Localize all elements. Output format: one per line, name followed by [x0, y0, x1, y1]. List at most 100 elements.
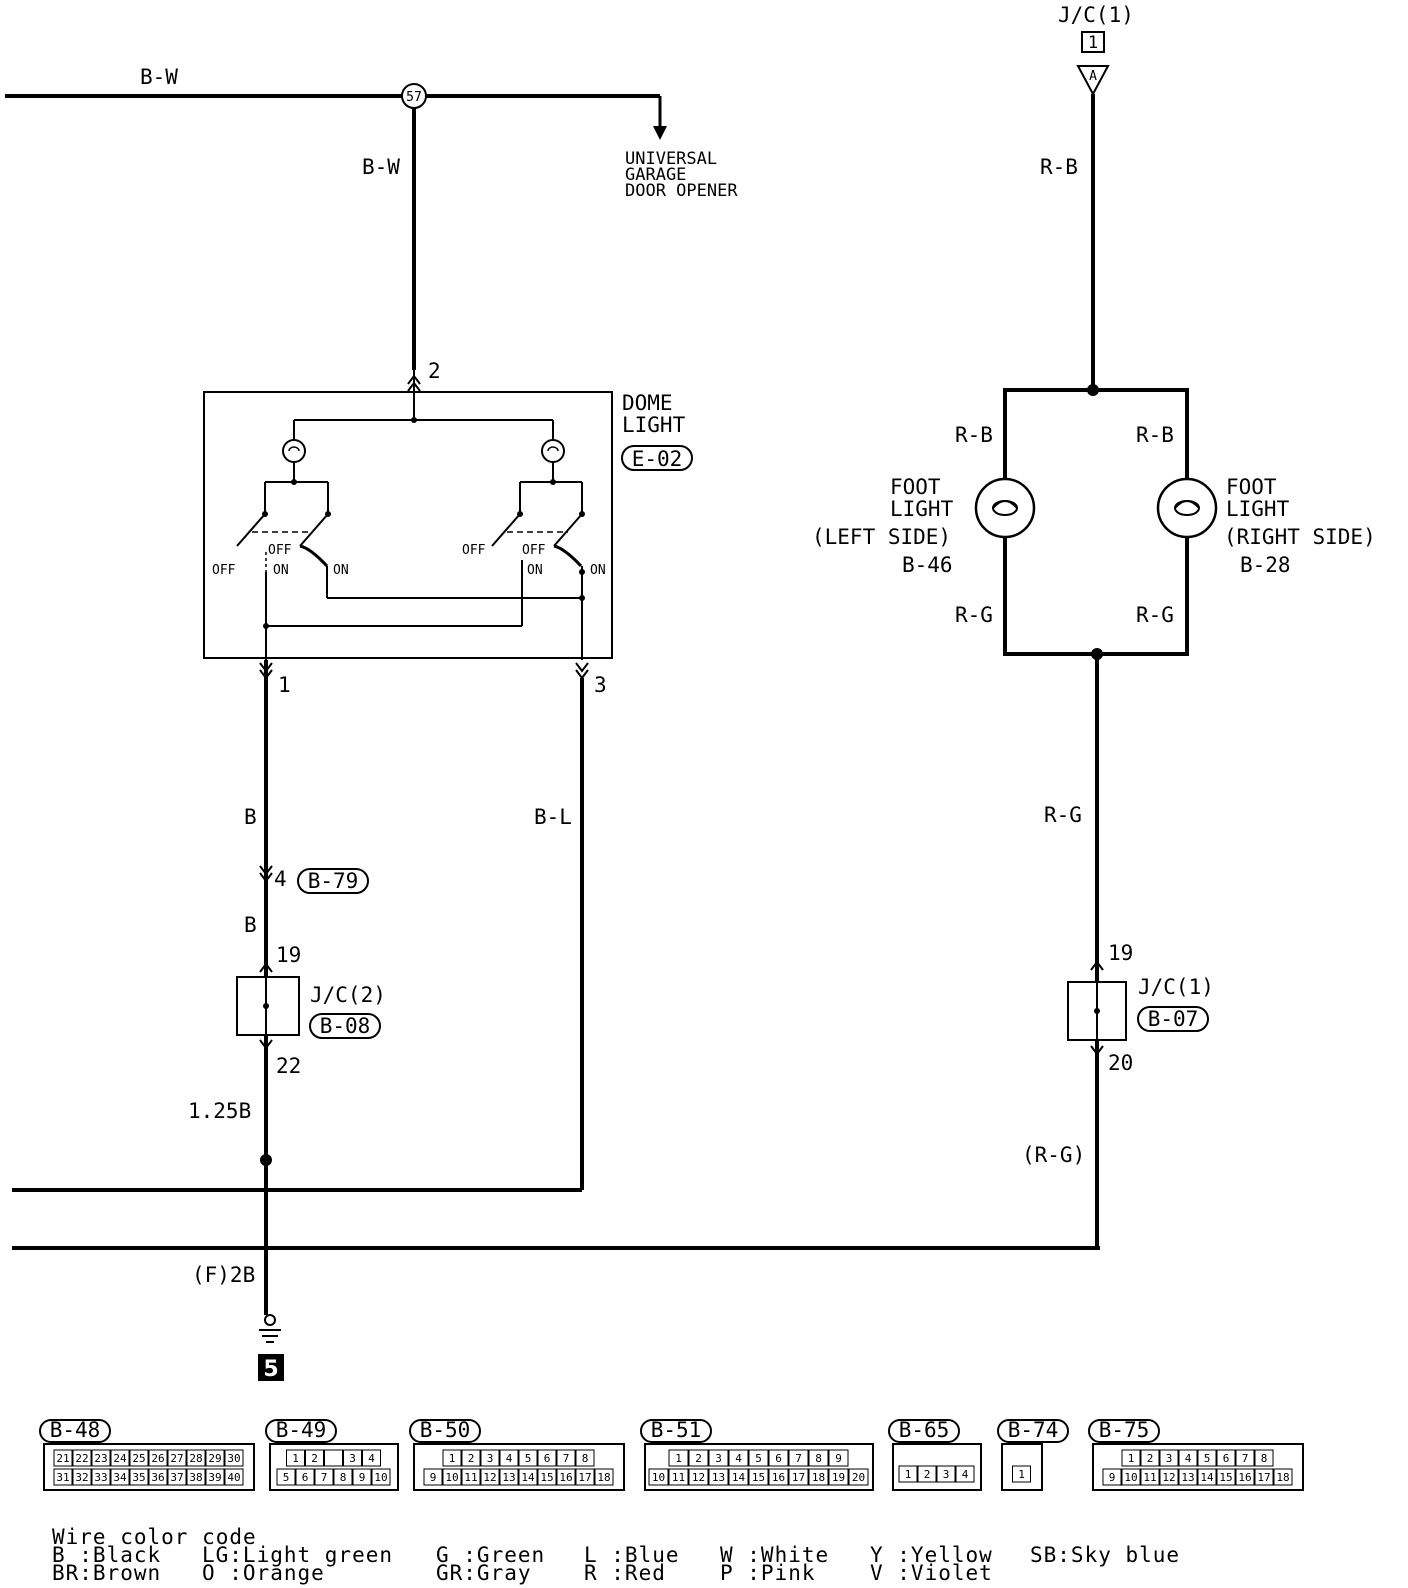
wire-label-drop-bw: B-W: [362, 155, 400, 179]
connector-b51-pin: 10: [652, 1471, 665, 1484]
connector-b75-cell: [1159, 1449, 1179, 1467]
jc1-top-box: 1 A: [1076, 31, 1110, 97]
connector-b50-pin: 17: [578, 1471, 591, 1484]
connector-b51-pin: 1: [675, 1452, 682, 1465]
connector-b50-cell: [461, 1449, 481, 1467]
connector-b48-pin: 30: [227, 1452, 240, 1465]
connector-b48-pin: 39: [208, 1471, 221, 1484]
connector-b50-cell: [556, 1449, 576, 1467]
connector-b74: B-741: [997, 1418, 1069, 1491]
connector-b48-cell: [167, 1468, 187, 1486]
dome-left-off2-label: OFF: [268, 543, 292, 558]
connector-b50-pin: 3: [487, 1452, 494, 1465]
connector-b49-pin: 4: [368, 1452, 375, 1465]
connector-b48-pin: 26: [151, 1452, 164, 1465]
legend-item-r: R :Red: [584, 1561, 666, 1585]
dome-bulb-left-icon: [282, 439, 306, 463]
connector-b49-pin: 10: [374, 1471, 387, 1484]
connector-b48-cell: [205, 1468, 225, 1486]
jc1-bottom-pin-in: 19: [1108, 941, 1133, 965]
connector-b65-cell: [917, 1465, 937, 1483]
connector-b75-cell: [1102, 1468, 1122, 1486]
connector-b48-badge: [39, 1419, 111, 1443]
connector-b75-pin: 11: [1143, 1471, 1156, 1484]
connector-b48-pin: 25: [132, 1452, 145, 1465]
connector-b50-cell: [442, 1468, 462, 1486]
connector-b48-pin: 33: [94, 1471, 107, 1484]
connector-b48-cell: [224, 1468, 244, 1486]
b79-badge: B-79: [297, 868, 369, 894]
connector-b49-cell: [324, 1449, 343, 1467]
dome-connector-badge: E-02: [621, 445, 693, 471]
connector-b50-pin: 6: [544, 1452, 551, 1465]
connector-b51-cell: [688, 1468, 709, 1486]
connector-b65-badge: [888, 1419, 960, 1443]
top-bw-bus: [5, 94, 667, 140]
connector-b51-cell: [748, 1468, 769, 1486]
connector-b75-cell: [1197, 1449, 1217, 1467]
foot-left-connector: B-46: [902, 553, 953, 577]
connector-b49-pin: 5: [283, 1471, 290, 1484]
connector-b48-cell: [110, 1449, 130, 1467]
connector-b48-pin: 36: [151, 1471, 164, 1484]
legend-item-p: P :Pink: [720, 1561, 816, 1585]
connector-b48-pin: 32: [75, 1471, 88, 1484]
dome-right-on2-label: ON: [590, 563, 606, 578]
connector-b48-cell: [53, 1449, 73, 1467]
connector-b51-cell: [648, 1468, 669, 1486]
connector-b75-pin: 12: [1162, 1471, 1175, 1484]
wire-label-foot-right-top: R-B: [1136, 423, 1174, 447]
connector-b48-pin: 29: [208, 1452, 221, 1465]
connector-b50-cell: [499, 1468, 519, 1486]
connector-b51-pin: 7: [795, 1452, 802, 1465]
connector-b49-cell: [362, 1449, 381, 1467]
connector-b51-cell: [728, 1468, 749, 1486]
connector-b75-cell: [1235, 1468, 1255, 1486]
dome-title-1: DOME: [622, 391, 673, 415]
legend-item-b: B :Black: [52, 1543, 161, 1567]
connector-b50-pin: 14: [521, 1471, 535, 1484]
wire-label-ground: (F)2B: [192, 1263, 255, 1287]
connector-b51-pin: 2: [695, 1452, 702, 1465]
connector-b75-pin: 18: [1276, 1471, 1289, 1484]
connector-b65-cell: [936, 1465, 956, 1483]
jc1-top-label: J/C(1): [1058, 3, 1134, 27]
connector-b50-cell: [499, 1449, 519, 1467]
legend-item-g: G :Green: [436, 1543, 545, 1567]
connector-b75-pin: 10: [1124, 1471, 1137, 1484]
connector-b65-name: B-65: [899, 1418, 950, 1442]
connector-b51-pin: 18: [812, 1471, 825, 1484]
connector-b48-cell: [91, 1468, 111, 1486]
connector-b48-pin: 37: [170, 1471, 183, 1484]
connector-b50-pin: 12: [483, 1471, 496, 1484]
connector-b50-cell: [461, 1468, 481, 1486]
legend-item-br: BR:Brown: [52, 1561, 161, 1585]
connector-b50-pin: 16: [559, 1471, 572, 1484]
connector-b50-cell: [575, 1468, 595, 1486]
wire-label-bl: B-L: [534, 805, 572, 829]
connector-b65-pin: 4: [962, 1468, 969, 1481]
connector-b65-cell: [955, 1465, 975, 1483]
ground-icon: 5: [258, 1314, 284, 1382]
connector-b50-cell: [594, 1468, 614, 1486]
connector-b75-pin: 4: [1185, 1452, 1192, 1465]
jc2-pin-out: 22: [276, 1054, 301, 1078]
connector-b49-cell: [286, 1449, 305, 1467]
wire-color-legend: Wire color code B :Black BR:Brown LG:Lig…: [52, 1525, 1179, 1585]
connector-b74-cell: [1012, 1465, 1031, 1483]
connector-b48-cell: [224, 1449, 244, 1467]
dome-right-off2-label: OFF: [522, 543, 546, 558]
connector-b49-pin: 3: [349, 1452, 356, 1465]
connector-b75-pin: 3: [1166, 1452, 1173, 1465]
connector-b48-pin: 27: [170, 1452, 183, 1465]
connector-b51-pin: 19: [832, 1471, 845, 1484]
foot-light-left-bulb-icon: [974, 477, 1036, 539]
connector-b51-cell: [808, 1449, 829, 1467]
connector-b75-pin: 16: [1238, 1471, 1251, 1484]
connector-b50-cell: [480, 1468, 500, 1486]
connector-b49-pin: 7: [321, 1471, 328, 1484]
connector-b75-cell: [1216, 1468, 1236, 1486]
dome-pin-1: 1: [278, 673, 291, 697]
connector-b75-pin: 9: [1109, 1471, 1116, 1484]
